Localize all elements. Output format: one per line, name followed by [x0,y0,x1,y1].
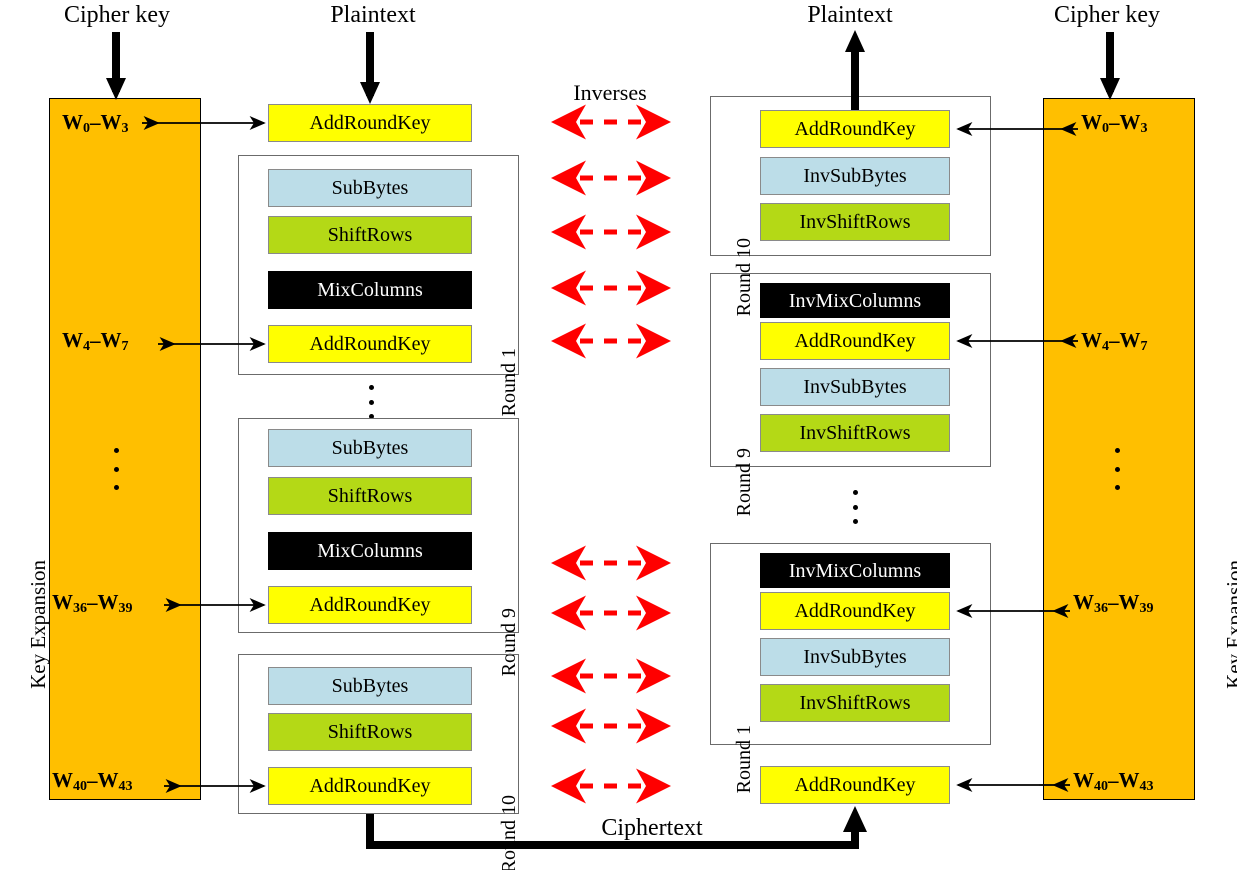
cipher-key-left-label: Cipher key [64,2,170,28]
dec-round-9-addroundkey[interactable]: AddRoundKey [760,322,950,360]
dec-round-10-box [710,96,991,256]
enc-round-10-box [238,654,519,814]
dec-round-10-addroundkey[interactable]: AddRoundKey [760,110,950,148]
cipher-key-left-arrow [106,32,126,100]
enc-round-1-mixcolumns[interactable]: MixColumns [268,271,472,309]
enc-round-9-subbytes[interactable]: SubBytes [268,429,472,467]
dec-round-9-box [710,273,991,467]
plaintext-left-arrow [360,32,380,104]
dec-round-1-addroundkey[interactable]: AddRoundKey [760,592,950,630]
enc-round-1-addroundkey[interactable]: AddRoundKey [268,325,472,363]
inverses-label: Inverses [573,80,647,105]
enc-round-9-box [238,418,519,633]
dec-post-addroundkey[interactable]: AddRoundKey [760,766,950,804]
key-word-right-2: W36–W39 [1073,590,1154,616]
key-word-left-3: W40–W43 [52,768,133,794]
key-word-right-1: W4–W7 [1081,328,1148,354]
enc-round-10-shiftrows[interactable]: ShiftRows [268,713,472,751]
key-expansion-column-left [49,98,201,800]
enc-round-1-shiftrows[interactable]: ShiftRows [268,216,472,254]
plaintext-right-label: Plaintext [807,2,893,28]
dec-round-10-invsubbytes[interactable]: InvSubBytes [760,157,950,195]
dec-round-1-invshiftrows[interactable]: InvShiftRows [760,684,950,722]
enc-round-10-label: Round 10 [498,795,520,870]
dec-round-1-invmixcolumns[interactable]: InvMixColumns [760,553,950,588]
enc-round-9-addroundkey[interactable]: AddRoundKey [268,586,472,624]
dec-round-10-invshiftrows[interactable]: InvShiftRows [760,203,950,241]
key-word-left-0: W0–W3 [62,110,129,136]
key-word-right-0: W0–W3 [1081,110,1148,136]
key-word-right-3: W40–W43 [1073,768,1154,794]
enc-round-1-box [238,155,519,375]
ciphertext-label: Ciphertext [601,815,703,841]
dec-round-9-invshiftrows[interactable]: InvShiftRows [760,414,950,452]
key-column-right-ellipsis [1114,448,1120,490]
enc-pre-addroundkey[interactable]: AddRoundKey [268,104,472,142]
cipher-key-right-label: Cipher key [1054,2,1160,28]
dec-round-9-invmixcolumns[interactable]: InvMixColumns [760,283,950,318]
enc-round-1-label: Round 1 [498,348,520,417]
dec-round-9-invsubbytes[interactable]: InvSubBytes [760,368,950,406]
dec-round-1-label: Round 1 [733,725,755,794]
dec-round-9-label: Round 9 [733,448,755,517]
enc-round-9-mixcolumns[interactable]: MixColumns [268,532,472,570]
key-word-left-2: W36–W39 [52,590,133,616]
dec-rounds-ellipsis [852,490,858,524]
dec-round-1-box [710,543,991,745]
key-expansion-left-label: Key Expansion [26,560,50,689]
key-column-left-ellipsis [113,448,119,490]
dec-round-1-invsubbytes[interactable]: InvSubBytes [760,638,950,676]
enc-round-10-subbytes[interactable]: SubBytes [268,667,472,705]
enc-rounds-ellipsis [368,385,374,419]
key-expansion-right-label: Key Expansion [1222,560,1237,689]
cipher-key-right-arrow [1100,32,1120,100]
enc-round-10-addroundkey[interactable]: AddRoundKey [268,767,472,805]
ciphertext-arrowhead [843,806,867,832]
plaintext-left-label: Plaintext [330,2,416,28]
key-word-left-1: W4–W7 [62,328,129,354]
enc-round-1-subbytes[interactable]: SubBytes [268,169,472,207]
enc-round-9-shiftrows[interactable]: ShiftRows [268,477,472,515]
